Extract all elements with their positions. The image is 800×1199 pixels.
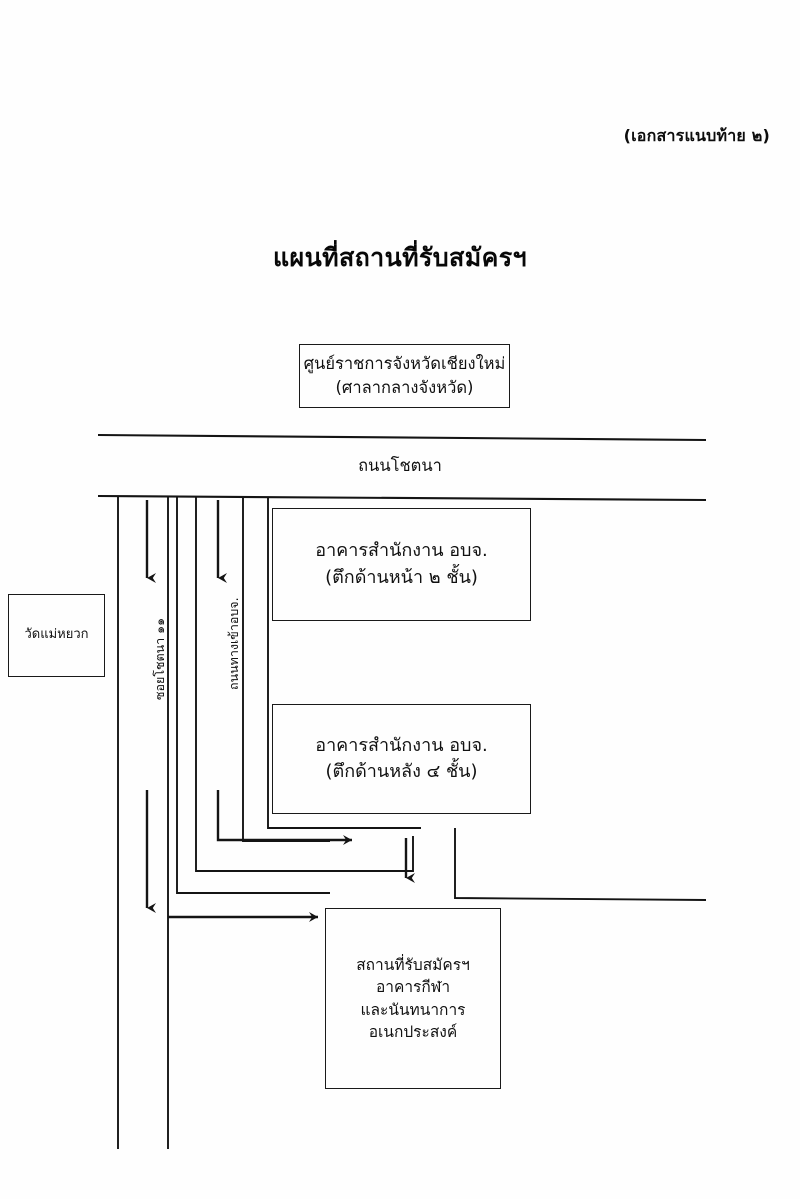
map-box-back-building: อาคารสำนักงาน อบจ. (ตึกด้านหลัง ๔ ชั้น): [272, 704, 531, 814]
map-box-venue: สถานที่รับสมัครฯ อาคารกีฬา และนันทนาการ …: [325, 908, 501, 1089]
venue-line-2: อาคารกีฬา: [375, 978, 451, 997]
venue-line-4: อเนกประสงค์: [368, 1022, 458, 1041]
map-box-front-building: อาคารสำนักงาน อบจ. (ตึกด้านหน้า ๒ ชั้น): [272, 508, 531, 621]
front-building-sub: (ตึกด้านหน้า ๒ ชั้น): [325, 566, 478, 588]
attachment-note: (เอกสารแนบท้าย ๒): [623, 126, 770, 145]
road-label-entrance: ถนนทางเข้าอบจ.: [226, 597, 241, 690]
back-building-name: อาคารสำนักงาน อบจ.: [315, 734, 488, 756]
back-building-sub: (ตึกด้านหลัง ๔ ชั้น): [325, 761, 478, 782]
road-service-lane: [454, 828, 707, 901]
map-box-temple: วัดแม่หยวก: [8, 594, 105, 677]
road-chotana-lower-edge: [97, 494, 707, 502]
page-title: แผนที่สถานที่รับสมัครฯ: [273, 243, 527, 272]
venue-line-3: และนันทนาการ: [360, 1000, 466, 1019]
venue-line-1: สถานที่รับสมัครฯ: [356, 955, 470, 974]
temple-name: วัดแม่หยวก: [24, 627, 89, 643]
road-entrance-left-edge: [176, 497, 330, 894]
map-box-provincial-center: ศูนย์ราชการจังหวัดเชียงใหม่ (ศาลากลางจัง…: [299, 344, 510, 408]
road-chotana-upper-edge: [97, 433, 707, 442]
front-building-name: อาคารสำนักงาน อบจ.: [315, 540, 488, 562]
provincial-center-name: ศูนย์ราชการจังหวัดเชียงใหม่: [303, 354, 506, 374]
road-inner-loop-inner: [267, 497, 421, 829]
provincial-center-sub: (ศาลากลางจังหวัด): [335, 378, 474, 397]
road-label-soi-chotana-11: ซอยโชตนา ๑๑: [152, 617, 167, 700]
road-inner-loop-outer: [195, 497, 414, 872]
road-label-chotana: ถนนโชตนา: [358, 456, 442, 475]
arrow-loop-to-venue: [216, 790, 352, 845]
